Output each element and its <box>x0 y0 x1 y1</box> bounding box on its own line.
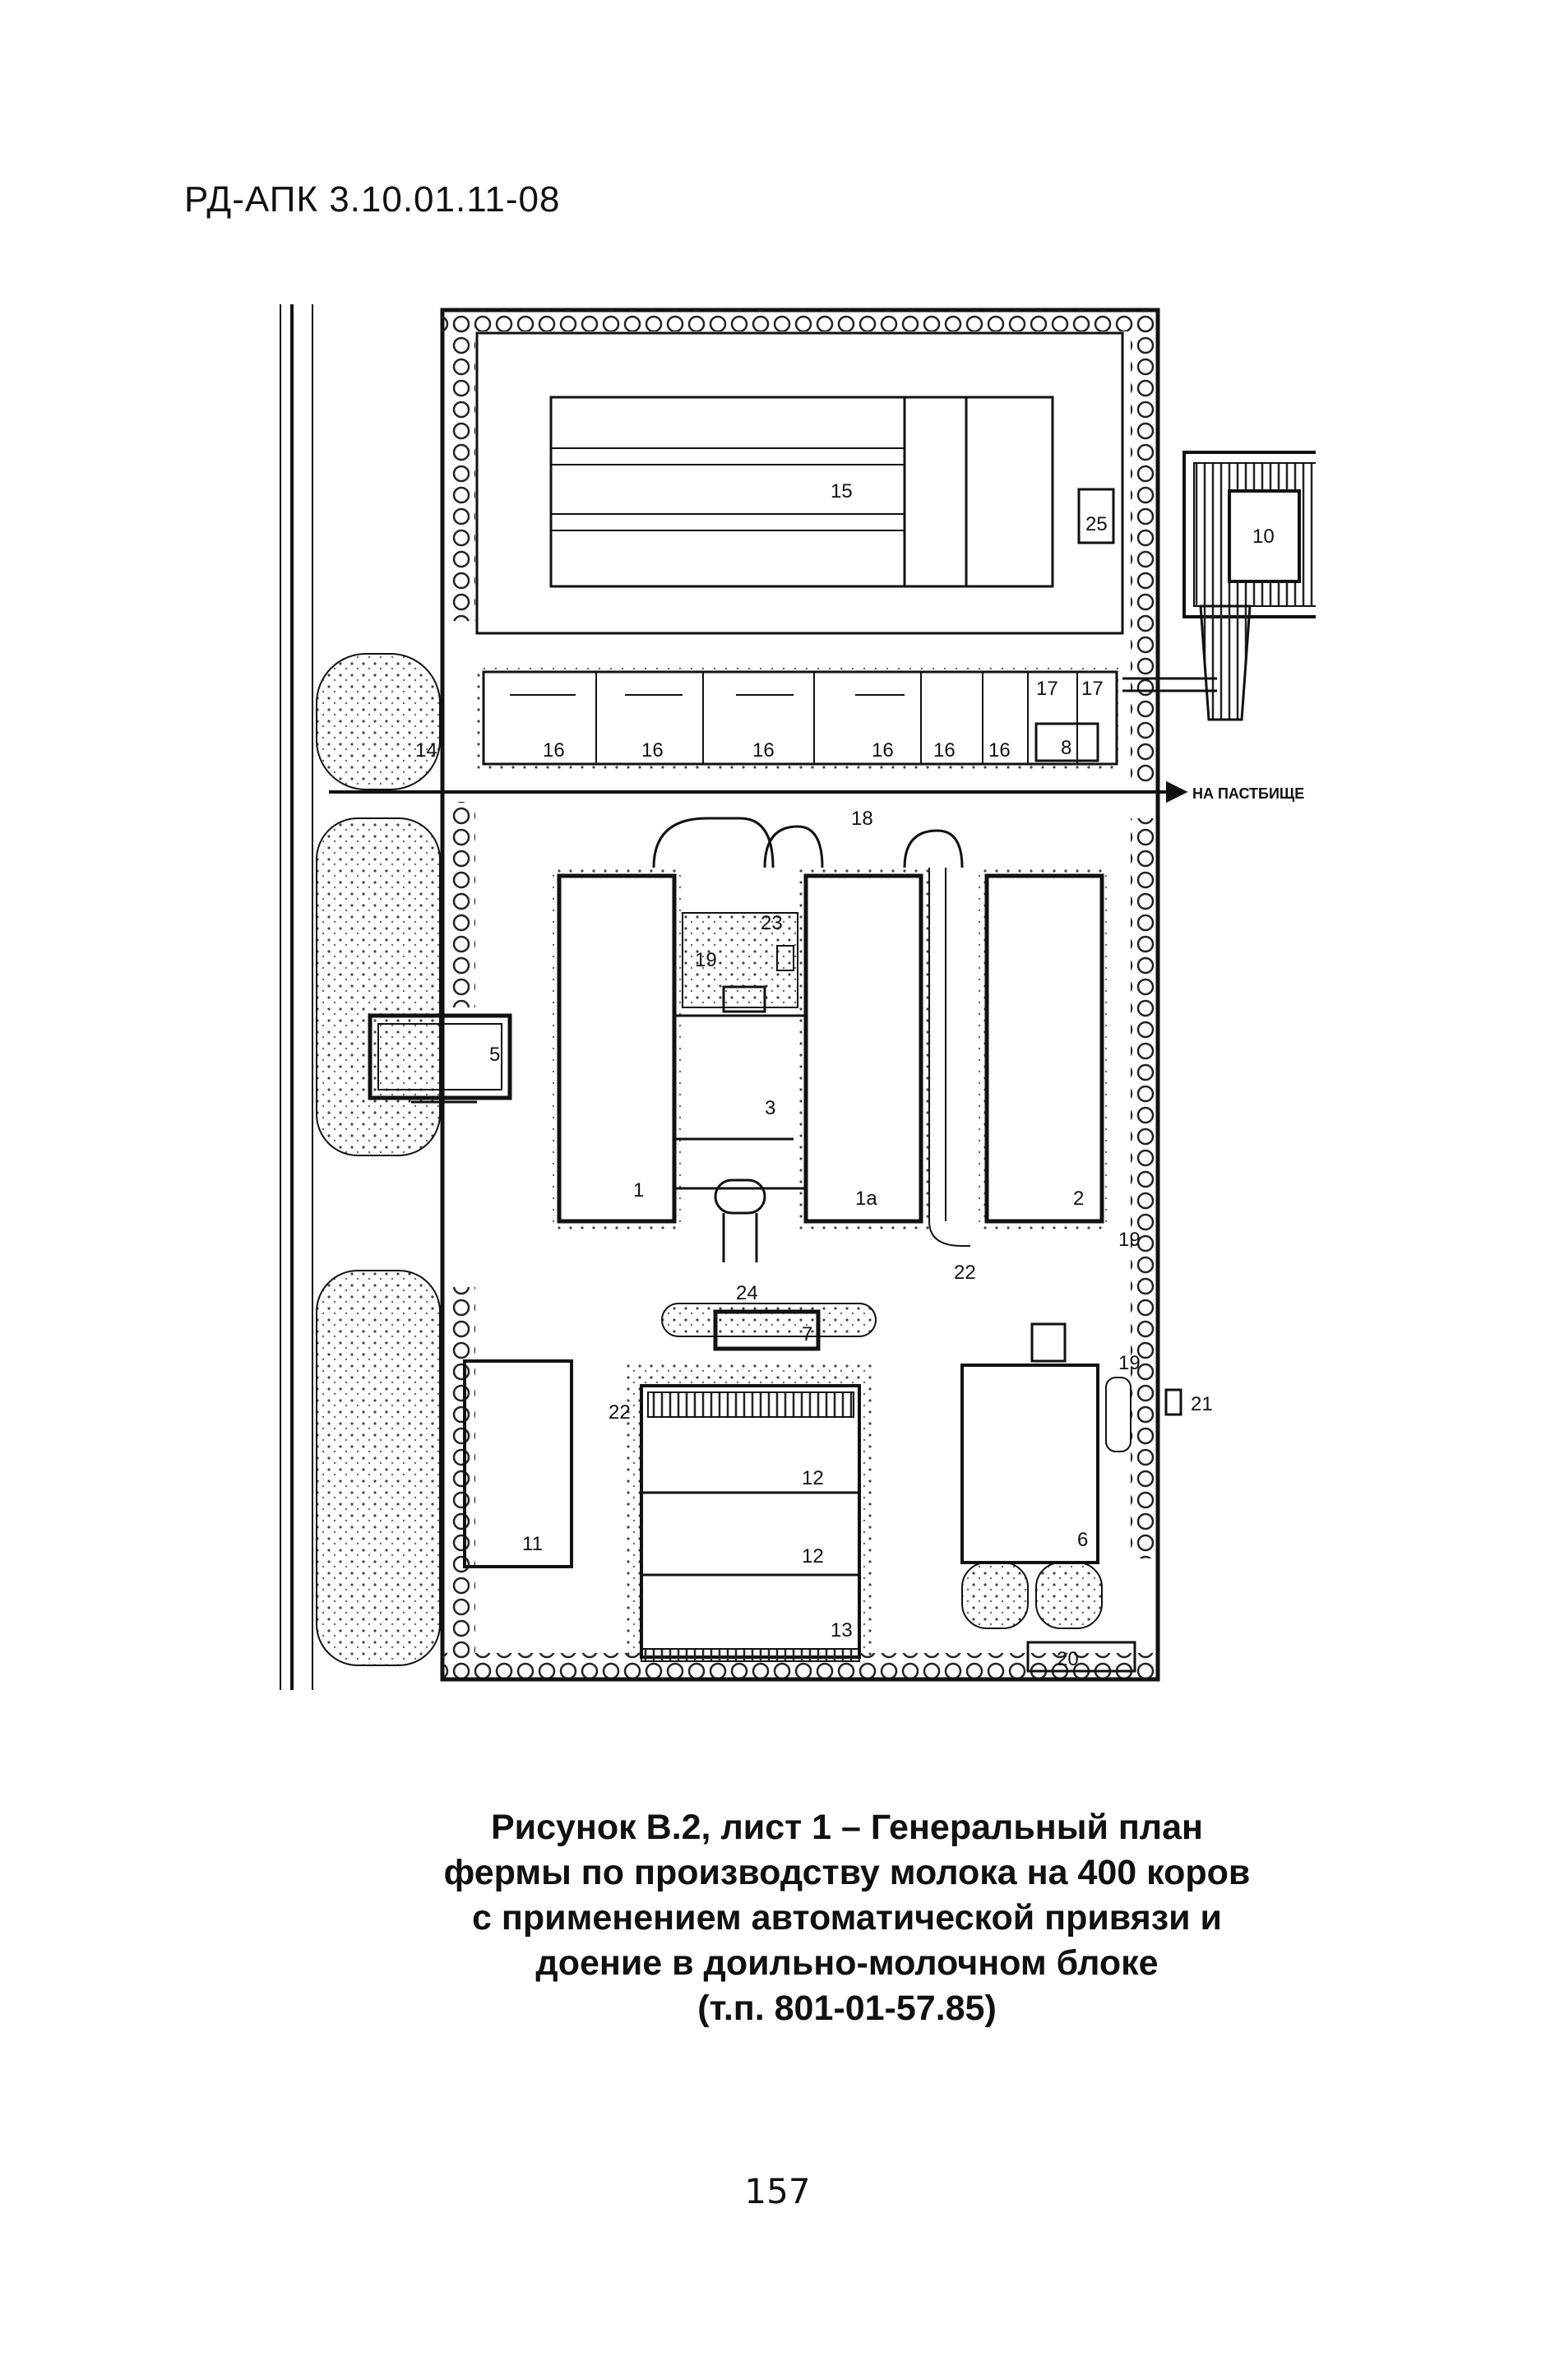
label-2: 2 <box>1073 1188 1084 1210</box>
label-16-4: 16 <box>872 739 894 762</box>
label-8: 8 <box>1061 737 1071 759</box>
label-19-bottom: 19 <box>1118 1352 1141 1374</box>
label-13: 13 <box>831 1619 853 1641</box>
label-19-right: 19 <box>1118 1229 1141 1251</box>
label-16-2: 16 <box>641 739 664 762</box>
label-16-3: 16 <box>752 739 775 762</box>
label-21: 21 <box>1191 1393 1213 1415</box>
document-code: РД-АПК 3.10.01.11-08 <box>184 179 561 220</box>
label-7: 7 <box>802 1323 812 1345</box>
label-14: 14 <box>415 739 437 762</box>
label-22-left: 22 <box>609 1401 631 1424</box>
caption-line-5: (т.п. 801-01-57.85) <box>697 1989 997 2028</box>
label-15-yard: 15 <box>831 480 853 502</box>
label-24: 24 <box>736 1282 758 1304</box>
label-16-6: 16 <box>988 739 1011 762</box>
label-12-lower: 12 <box>802 1545 824 1567</box>
caption-line-4: доение в доильно-молочном блоке <box>535 1943 1159 1983</box>
label-17-right: 17 <box>1081 678 1104 700</box>
label-16-1: 16 <box>543 739 565 762</box>
caption-line-2: фермы по производству молока на 400 коро… <box>443 1853 1251 1892</box>
page-number: 157 <box>744 2171 811 2211</box>
label-22-right: 22 <box>954 1262 976 1284</box>
label-25: 25 <box>1085 513 1108 535</box>
label-16-5: 16 <box>933 739 956 762</box>
label-3: 3 <box>765 1097 775 1119</box>
label-1: 1 <box>633 1179 644 1202</box>
label-20: 20 <box>1057 1648 1079 1670</box>
label-17-left: 17 <box>1036 678 1058 700</box>
caption-line-3: с применением автоматической привязи и <box>472 1898 1222 1938</box>
site-plan-drawing: 15 25 10 17 17 14 16 16 16 16 16 16 8 18… <box>280 304 1316 1690</box>
label-pasture: НА ПАСТБИЩЕ <box>1192 785 1304 802</box>
label-1a: 1а <box>855 1188 877 1210</box>
label-23: 23 <box>761 912 783 934</box>
label-18: 18 <box>851 808 873 830</box>
label-6: 6 <box>1077 1529 1088 1551</box>
figure-caption: Рисунок В.2, лист 1 – Генеральный план ф… <box>354 1805 1340 2031</box>
label-19-center: 19 <box>695 949 717 971</box>
caption-line-1: Рисунок В.2, лист 1 – Генеральный план <box>490 1808 1204 1847</box>
label-12-upper: 12 <box>802 1467 824 1489</box>
label-10: 10 <box>1252 526 1275 548</box>
label-5: 5 <box>489 1044 500 1066</box>
label-11: 11 <box>522 1533 543 1555</box>
